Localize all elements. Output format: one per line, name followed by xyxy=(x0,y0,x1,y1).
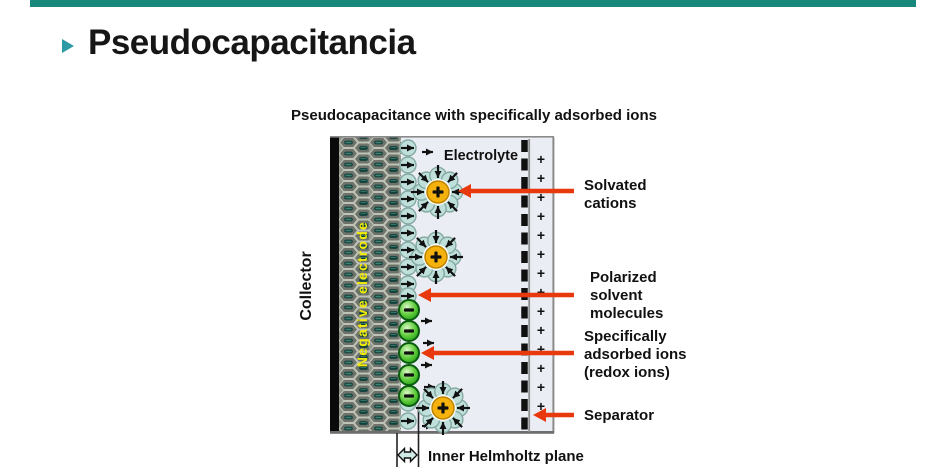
annotation-polarized-solvent: Polarized solvent molecules xyxy=(590,269,663,322)
plus-sign-v xyxy=(434,251,438,263)
inward-arrow-icon xyxy=(445,237,456,248)
minus-sign xyxy=(404,373,414,377)
box-border-right xyxy=(552,137,555,433)
red-arrow-head xyxy=(533,408,546,422)
inward-arrow-icon xyxy=(452,388,463,399)
inward-arrow-icon xyxy=(418,201,429,212)
minus-sign xyxy=(404,329,414,333)
ihp-double-arrow-icon xyxy=(397,446,418,464)
inward-arrow-icon xyxy=(418,172,429,183)
annotation-line: Separator xyxy=(584,407,654,424)
electrolyte-label: Electrolyte xyxy=(444,148,518,164)
plus-sign: + xyxy=(537,208,545,224)
inward-arrow-icon xyxy=(447,172,458,183)
inward-arrow-icon xyxy=(423,417,434,428)
plus-sign: + xyxy=(537,246,545,262)
annotation-solvated-cations: Solvated cations xyxy=(584,177,647,212)
annotation-line: Solvated xyxy=(584,177,647,194)
top-accent-bar xyxy=(30,0,916,7)
slide-title: Pseudocapacitancia xyxy=(88,23,416,62)
plus-sign: + xyxy=(537,284,545,300)
red-arrow-head xyxy=(418,288,431,302)
inward-arrow-icon xyxy=(423,388,434,399)
annotation-line: solvent xyxy=(590,287,643,304)
minus-sign xyxy=(404,351,414,355)
diagram-title: Pseudocapacitance with specifically adso… xyxy=(291,107,657,124)
plus-sign: + xyxy=(537,360,545,376)
inward-arrow-icon xyxy=(416,266,427,277)
plus-sign-v xyxy=(436,186,440,198)
title-row: Pseudocapacitancia xyxy=(62,24,416,62)
plus-sign: + xyxy=(537,151,545,167)
box-border-top xyxy=(330,136,554,138)
plus-sign-v xyxy=(441,402,445,414)
inward-arrow-icon xyxy=(452,417,463,428)
electrode-hex-region xyxy=(339,137,401,433)
annotation-separator: Separator xyxy=(584,407,654,424)
figure-layer: + + + + + + + + + + + + + + xyxy=(398,139,574,435)
separator-gray-line xyxy=(528,139,531,432)
plus-sign: + xyxy=(537,189,545,205)
inward-arrow-icon xyxy=(445,266,456,277)
ihp-label: Inner Helmholtz plane xyxy=(428,448,584,465)
inward-arrow-icon xyxy=(416,237,427,248)
annotation-line: cations xyxy=(584,195,637,212)
red-arrow-head xyxy=(458,184,471,198)
plus-sign: + xyxy=(537,265,545,281)
annotation-line: molecules xyxy=(590,305,663,322)
plus-sign: + xyxy=(537,398,545,414)
title-bullet-arrow-icon xyxy=(62,39,74,53)
annotation-adsorbed-ions: Specifically adsorbed ions (redox ions) xyxy=(584,328,687,381)
plus-sign: + xyxy=(537,170,545,186)
annotation-line: Specifically xyxy=(584,328,667,345)
annotation-line: (redox ions) xyxy=(584,364,670,381)
plus-sign: + xyxy=(537,322,545,338)
collector-bar xyxy=(330,137,339,433)
minus-sign xyxy=(404,394,414,398)
negative-electrode-label: Negative electrode xyxy=(354,221,370,367)
plus-sign: + xyxy=(537,379,545,395)
plus-sign: + xyxy=(537,227,545,243)
inward-arrow-icon xyxy=(447,201,458,212)
collector-label: Collector xyxy=(298,251,315,320)
red-arrow-head xyxy=(421,346,434,360)
annotation-line: Polarized xyxy=(590,269,657,286)
plus-sign: + xyxy=(537,303,545,319)
annotation-line: adsorbed ions xyxy=(584,346,687,363)
plus-sign: + xyxy=(537,341,545,357)
minus-sign xyxy=(404,308,414,312)
